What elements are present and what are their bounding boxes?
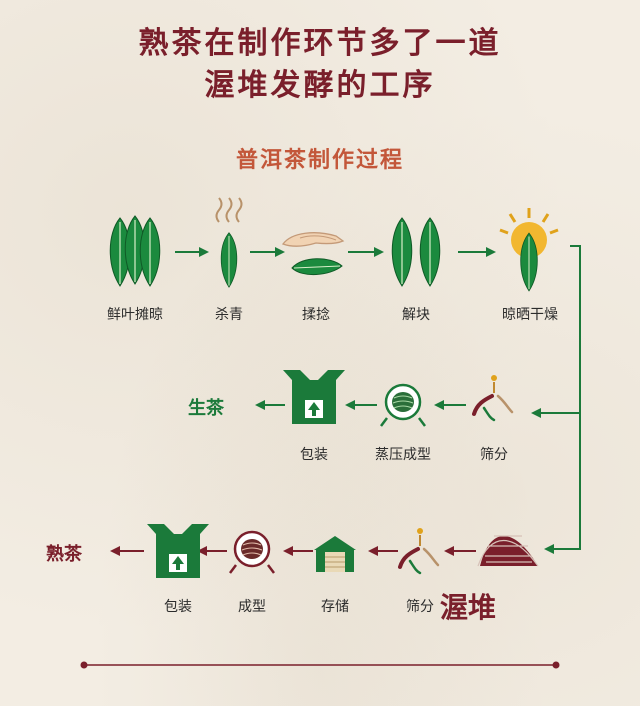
step-label-pile-fermentation: 渥堆 [439,591,496,624]
sieve-leaves-icon [472,375,514,422]
fresh-leaves-icon [109,215,161,287]
tea-cake-icon [380,383,426,427]
package-box-icon [283,370,345,424]
sieve-leaves-icon [398,528,440,575]
step-label-kill-green: 杀青 [215,307,243,323]
step-label-sieve-ripe: 筛分 [406,599,434,615]
hand-rolling-leaf-icon [281,232,345,275]
output-raw-tea: 生茶 [188,398,224,419]
step-label-steam-press: 蒸压成型 [375,447,431,463]
tea-cake-icon [229,530,275,574]
step-label-storage: 存储 [321,599,349,615]
sun-leaf-icon [499,208,559,292]
step-label-package-raw: 包装 [300,447,328,463]
step-label-sun-drying: 晾晒干燥 [502,307,558,323]
output-ripe-tea: 熟茶 [46,544,82,565]
steaming-leaf-icon [215,197,243,288]
main-title-line-1: 熟茶在制作环节多了一道 [138,26,502,61]
connector-to-wodui [544,245,581,554]
two-leaves-icon [391,217,441,287]
main-title-line-2: 渥堆发酵的工序 [204,68,436,103]
pile-fermentation-icon [477,535,539,567]
warehouse-icon [314,536,356,572]
step-label-package-ripe: 包装 [164,599,192,615]
step-label-shape: 成型 [238,599,266,615]
step-label-sieve-raw: 筛分 [480,447,508,463]
bottom-divider [80,661,560,669]
step-label-rolling: 揉捻 [302,307,330,323]
step-label-deblocking: 解块 [402,307,430,323]
process-subtitle: 普洱茶制作过程 [235,148,404,173]
package-box-icon [147,524,209,578]
step-label-fresh-leaves: 鲜叶摊晾 [107,307,163,323]
